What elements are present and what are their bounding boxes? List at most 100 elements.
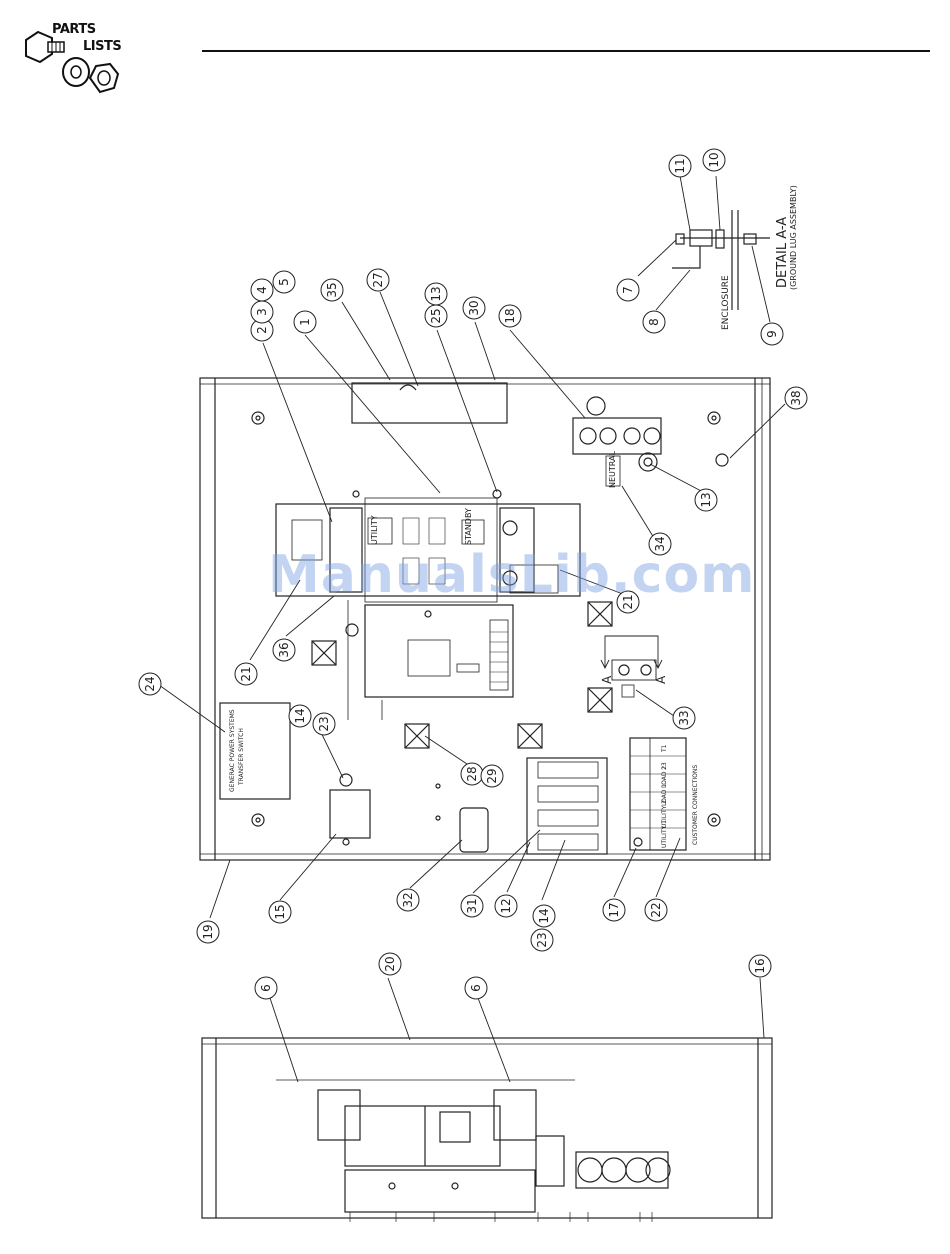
- callout-c36: 36: [272, 638, 296, 662]
- callout-circle: [672, 706, 696, 730]
- customer-terminal-block: [629, 737, 687, 851]
- callout-c14b: 14: [532, 904, 556, 928]
- logo-line1: PARTS: [52, 22, 96, 37]
- callout-c34: 34: [648, 532, 672, 556]
- callout-c21a: 21: [616, 590, 640, 614]
- callout-number: 24: [143, 676, 157, 691]
- callout-c14a: 14: [288, 704, 312, 728]
- callout-number: 5: [277, 278, 291, 286]
- section-mark-right: A: [654, 675, 668, 684]
- enclosure-label: ENCLOSURE: [721, 275, 731, 330]
- callout-c6b: 6: [464, 976, 488, 1000]
- callout-c30: 30: [462, 296, 486, 320]
- terminal-utility2: UTILITY 2: [661, 800, 668, 828]
- terminal-utility1: UTILITY 1: [661, 820, 668, 848]
- washer-icon: [62, 57, 90, 87]
- callout-number: 1: [298, 318, 312, 326]
- callout-circle: [694, 488, 718, 512]
- callout-number: 8: [647, 318, 661, 326]
- callout-number: 19: [201, 924, 215, 939]
- callout-c18: 18: [498, 304, 522, 328]
- callout-number: 14: [537, 908, 551, 923]
- callout-c20: 20: [378, 952, 402, 976]
- callout-c12: 12: [494, 894, 518, 918]
- parts-lists-logo: [25, 30, 120, 94]
- callout-circle: [396, 888, 420, 912]
- callout-circle: [460, 894, 484, 918]
- callout-number: 30: [467, 300, 481, 315]
- callout-c24: 24: [138, 672, 162, 696]
- callout-c19: 19: [196, 920, 220, 944]
- breaker: [526, 757, 608, 855]
- callout-circle: [462, 296, 486, 320]
- callout-circle: [642, 310, 666, 334]
- customer-connections-label: CUSTOMER CONNECTIONS: [692, 765, 699, 845]
- neutral-lug-block: [572, 417, 662, 455]
- callout-number: 7: [621, 286, 635, 294]
- watermark: ManualsLib.com: [268, 545, 756, 605]
- callout-c15: 15: [268, 900, 292, 924]
- callout-circle: [138, 672, 162, 696]
- callout-circle: [760, 322, 784, 346]
- info-label: [219, 702, 291, 800]
- callout-c23a: 23: [312, 712, 336, 736]
- callout-circle: [272, 638, 296, 662]
- callout-c10: 10: [702, 148, 726, 172]
- callout-c23b: 23: [530, 928, 554, 952]
- callout-c11: 11: [668, 154, 692, 178]
- callout-number: 14: [293, 708, 307, 723]
- callout-circle: [648, 532, 672, 556]
- logo-line2: LISTS: [83, 39, 122, 54]
- callout-number: 38: [789, 390, 803, 405]
- callout-number: 9: [765, 330, 779, 338]
- callout-circle: [288, 704, 312, 728]
- callout-number: 3: [255, 308, 269, 316]
- callout-number: 13: [429, 286, 443, 301]
- cable-tie-mounts: [311, 601, 613, 749]
- callout-circle: [234, 662, 258, 686]
- callout-circle: [532, 904, 556, 928]
- callout-number: 23: [317, 716, 331, 731]
- bolt-icon: [25, 30, 65, 64]
- callout-c5: 5: [272, 270, 296, 294]
- system-sublabel: TRANSFER SWITCH: [238, 728, 245, 786]
- callout-circle: [702, 148, 726, 172]
- callout-number: 22: [649, 902, 663, 917]
- callout-number: 12: [499, 898, 513, 913]
- callout-number: 6: [259, 984, 273, 992]
- callout-c9: 9: [760, 322, 784, 346]
- callout-number: 15: [273, 904, 287, 919]
- callout-c3: 3: [250, 300, 274, 324]
- callout-number: 4: [255, 286, 269, 294]
- callout-number: 28: [465, 766, 479, 781]
- callout-c13b: 13: [694, 488, 718, 512]
- side-view-enclosure: [201, 1037, 773, 1219]
- callout-circle: [312, 712, 336, 736]
- callout-c13a: 13: [424, 282, 448, 306]
- utility-label: UTILITY: [370, 515, 379, 545]
- callout-circle: [616, 590, 640, 614]
- callout-circle: [272, 270, 296, 294]
- top-bracket: [351, 382, 508, 424]
- enclosure-outline: [199, 377, 771, 861]
- callout-c29: 29: [480, 764, 504, 788]
- callout-c7: 7: [616, 278, 640, 302]
- nut-icon: [88, 62, 120, 94]
- callout-c31: 31: [460, 894, 484, 918]
- callout-c1: 1: [293, 310, 317, 334]
- callout-c22: 22: [644, 898, 668, 922]
- callout-circle: [378, 952, 402, 976]
- mounting-holes: [251, 411, 721, 827]
- callout-number: 34: [653, 536, 667, 551]
- callout-number: 11: [673, 158, 687, 173]
- callout-number: 17: [607, 902, 621, 917]
- detail-subtitle: (GROUND LUG ASSEMBLY): [789, 185, 798, 290]
- standby-label: STANDBY: [464, 508, 473, 545]
- control-board: [364, 604, 514, 698]
- header-rule: [202, 50, 930, 52]
- warning-decal: [459, 807, 489, 853]
- callout-number: 27: [371, 272, 385, 287]
